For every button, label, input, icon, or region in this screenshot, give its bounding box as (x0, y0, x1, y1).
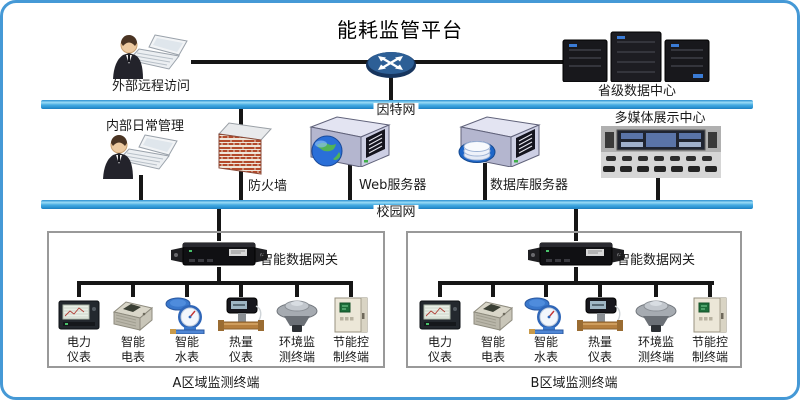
connector-line (654, 283, 658, 297)
connector-line (348, 163, 352, 201)
page-title: 能耗监管平台 (337, 18, 463, 42)
connector-line (217, 208, 221, 241)
zone-a-label: A区域监测终端 (172, 376, 260, 391)
connector-line (483, 163, 487, 201)
device-label: 节能控制终端 (691, 335, 728, 364)
external-access-label: 外部远程访问 (111, 79, 191, 94)
heat-meter-icon (577, 297, 623, 332)
water-meter-icon (165, 297, 205, 334)
power-meter-icon (419, 300, 461, 330)
firewall-label: 防火墙 (248, 179, 288, 194)
multimedia-center-label: 多媒体展示中心 (614, 111, 706, 126)
device-label: 智能水表 (174, 335, 199, 364)
device-label: 电力仪表 (427, 335, 452, 364)
connector-line (544, 283, 548, 297)
database-server-label: 数据库服务器 (490, 178, 569, 193)
firewall-icon (218, 122, 272, 175)
device-label: 智能水表 (533, 335, 558, 364)
environment-terminal-icon (635, 300, 677, 333)
connector-line (438, 283, 442, 297)
device-label: 热量仪表 (587, 335, 612, 364)
gateway-icon (528, 242, 624, 266)
connector-line (349, 283, 353, 297)
connector-line (413, 60, 568, 64)
provincial-datacenter-label: 省级数据中心 (597, 84, 677, 99)
connector-line (598, 283, 602, 297)
connector-line (574, 208, 578, 241)
connector-line (185, 283, 189, 297)
device-label: 智能电表 (120, 335, 145, 364)
user-laptop-icon (102, 134, 178, 179)
zone-b-label: B区域监测终端 (530, 376, 618, 391)
zone-a-bus-line (77, 281, 353, 285)
device-label: 热量仪表 (228, 335, 253, 364)
connector-line (77, 283, 81, 297)
electric-meter-icon (113, 301, 153, 331)
device-label: 电力仪表 (66, 335, 91, 364)
connector-line (191, 60, 369, 64)
gateway-icon (171, 242, 267, 266)
zone-b-gateway-label: 智能数据网关 (617, 253, 696, 268)
zone-a-gateway-label: 智能数据网关 (260, 253, 339, 268)
power-meter-icon (58, 300, 100, 330)
campus-network-bus (41, 200, 753, 209)
internal-management-label: 内部日常管理 (105, 119, 185, 134)
connector-line (389, 75, 393, 101)
device-label: 环境监测终端 (637, 335, 674, 364)
water-meter-icon (524, 297, 564, 334)
web-server-label: Web服务器 (359, 178, 427, 193)
web-server-icon (303, 111, 395, 167)
connector-line (295, 283, 299, 297)
control-room-icon (601, 126, 721, 178)
connector-line (139, 175, 143, 201)
electric-meter-icon (473, 301, 513, 331)
device-label: 环境监测终端 (278, 335, 315, 364)
connector-line (574, 267, 578, 283)
zone-a-box (47, 231, 385, 368)
device-label: 节能控制终端 (332, 335, 369, 364)
device-label: 智能电表 (480, 335, 505, 364)
internet-label: 因特网 (373, 103, 419, 118)
control-cabinet-icon (693, 297, 727, 333)
connector-line (239, 283, 243, 297)
environment-terminal-icon (276, 300, 318, 333)
user-laptop-icon (112, 34, 188, 79)
database-server-icon (453, 111, 545, 167)
connector-line (131, 283, 135, 297)
zone-b-bus-line (438, 281, 714, 285)
heat-meter-icon (218, 297, 264, 332)
connector-line (656, 178, 660, 201)
connector-line (708, 283, 712, 297)
campus-label: 校园网 (373, 205, 419, 220)
server-rack-icon (562, 31, 710, 82)
zone-b-box (406, 231, 742, 368)
connector-line (217, 267, 221, 283)
connector-line (491, 283, 495, 297)
router-icon (365, 50, 417, 80)
control-cabinet-icon (334, 297, 368, 333)
